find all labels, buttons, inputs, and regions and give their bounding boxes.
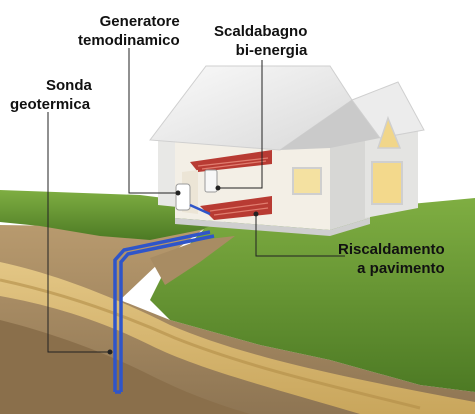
label-generatore: Generatore temodinamico bbox=[78, 12, 180, 50]
label-sonda-line2: geotermica bbox=[10, 96, 91, 113]
heat-pump-unit bbox=[175, 183, 191, 211]
leader-scaldabagno bbox=[218, 60, 263, 189]
water-heater-tank bbox=[204, 169, 218, 193]
label-scaldabagno-line2: bi-energia bbox=[235, 42, 308, 59]
label-riscaldamento: Riscaldamento a pavimento bbox=[338, 240, 445, 278]
label-sonda-line1: Sonda bbox=[46, 77, 92, 94]
leader-lines bbox=[47, 48, 345, 355]
label-sonda: Sonda geotermica bbox=[10, 76, 92, 114]
leader-sonda bbox=[47, 112, 110, 353]
label-generatore-line1: Generatore bbox=[99, 13, 180, 30]
label-riscaldamento-line2: a pavimento bbox=[357, 260, 445, 277]
window-front bbox=[292, 167, 322, 195]
label-scaldabagno: Scaldabagno bi-energia bbox=[214, 22, 307, 60]
leader-riscaldamento bbox=[255, 214, 345, 257]
house bbox=[149, 65, 425, 236]
label-generatore-line2: temodinamico bbox=[78, 32, 180, 49]
leader-generatore bbox=[128, 48, 178, 194]
label-riscaldamento-line1: Riscaldamento bbox=[338, 241, 445, 258]
window-right bbox=[371, 161, 403, 205]
label-scaldabagno-line1: Scaldabagno bbox=[214, 23, 308, 40]
geothermal-probe bbox=[113, 230, 215, 394]
